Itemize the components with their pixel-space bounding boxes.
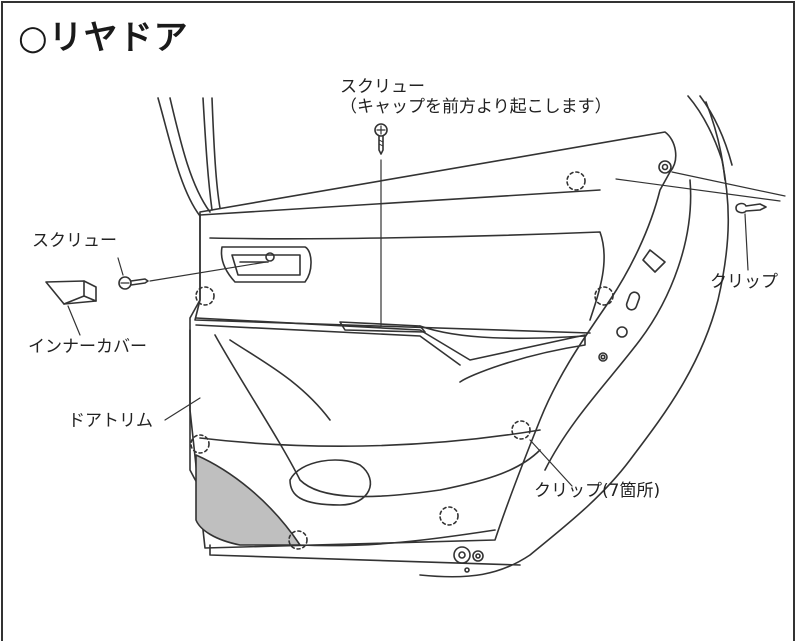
left-screw xyxy=(117,257,267,290)
clip-label: クリップ xyxy=(710,272,778,292)
left-screw-label: スクリュー xyxy=(32,231,117,251)
top-screw xyxy=(374,123,388,326)
clip-location-5 xyxy=(511,420,531,440)
clip-locations xyxy=(190,171,614,550)
inner-cover-part xyxy=(45,280,97,336)
clip-location-4 xyxy=(190,434,210,454)
top-screw-label: スクリュー （キャップを前方より起こします） xyxy=(340,77,612,117)
rear-door-diagram xyxy=(45,95,786,578)
clip-location-2 xyxy=(195,286,215,306)
right-clip-part xyxy=(615,160,786,271)
door-trim-leader xyxy=(164,397,201,421)
door-window-frame xyxy=(157,95,733,217)
top-screw-label-line2: （キャップを前方より起こします） xyxy=(340,96,612,117)
section-title: ○リヤドア xyxy=(18,18,189,58)
clip-location-3 xyxy=(594,286,614,306)
lower-trim-panel xyxy=(195,454,301,546)
door-trim-label: ドアトリム xyxy=(68,411,153,431)
inner-cover-label: インナーカバー xyxy=(28,337,147,357)
clip-count-label: クリップ(7箇所) xyxy=(534,481,661,501)
clip-count-leader xyxy=(529,439,573,487)
door-trim-panel xyxy=(189,189,605,573)
clip-location-6 xyxy=(439,506,459,526)
top-screw-label-line1: スクリュー xyxy=(340,77,425,97)
clip-location-1 xyxy=(566,171,586,191)
clip-location-7 xyxy=(288,530,308,550)
